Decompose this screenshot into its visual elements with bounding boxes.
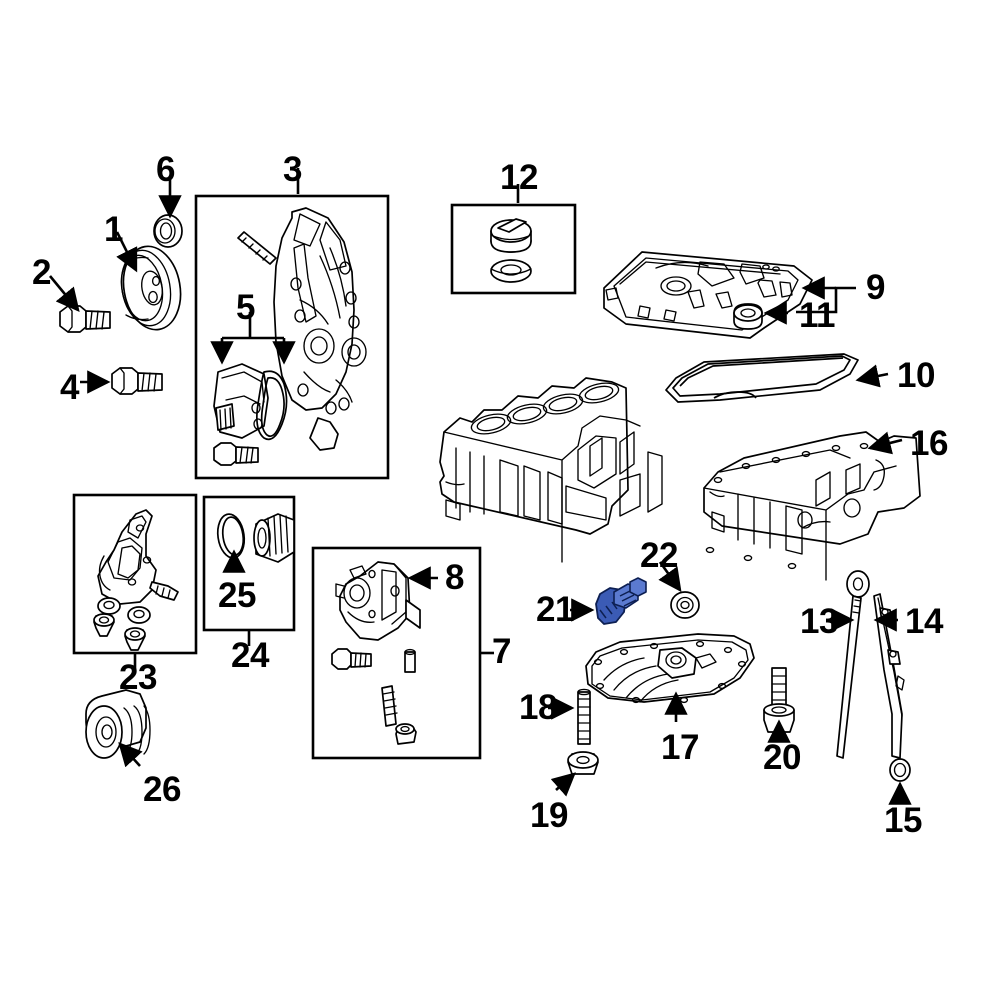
oil-drain-plug-part[interactable] — [595, 577, 647, 625]
oil-pan-stud-part[interactable] — [577, 688, 591, 745]
oil-filter-cap-part[interactable] — [85, 689, 151, 759]
oil-pump-plug-part[interactable] — [395, 723, 417, 745]
callout-26[interactable]: 26 — [143, 770, 181, 809]
callout-3[interactable]: 3 — [283, 150, 302, 189]
callout-13[interactable]: 13 — [800, 602, 838, 641]
oil-pump-bolt-part[interactable] — [331, 648, 372, 670]
oil-filter-housing-part[interactable] — [97, 509, 179, 605]
dowel-pin-part[interactable] — [237, 231, 277, 265]
cylinder-block-part[interactable] — [439, 377, 663, 563]
leader-lines — [48, 168, 912, 805]
oil-filter-housing-seals-part[interactable] — [93, 597, 151, 651]
oil-filter-element-part[interactable] — [253, 513, 295, 563]
callout-22[interactable]: 22 — [640, 536, 678, 575]
callout-16[interactable]: 16 — [910, 424, 948, 463]
callout-12[interactable]: 12 — [500, 158, 538, 197]
callout-9[interactable]: 9 — [866, 268, 885, 307]
water-pump-part[interactable] — [213, 363, 288, 441]
callout-19[interactable]: 19 — [530, 796, 568, 835]
upper-oil-pan-part[interactable] — [703, 431, 921, 581]
valve-cover-gasket-part[interactable] — [665, 353, 859, 403]
dipstick-tube-part[interactable] — [873, 593, 905, 759]
oil-filler-cap-gasket-part[interactable] — [490, 259, 532, 283]
front-crankshaft-seal-part[interactable] — [153, 214, 183, 248]
spark-plug-tube-seal-part[interactable] — [733, 303, 763, 330]
box-oil-filler-cap-kit — [450, 203, 577, 295]
callout-6[interactable]: 6 — [156, 150, 175, 189]
dipstick-tube-o-ring-part[interactable] — [889, 758, 911, 782]
callout-14[interactable]: 14 — [905, 602, 943, 641]
callout-10[interactable]: 10 — [897, 356, 935, 395]
crankshaft-pulley-part[interactable] — [116, 242, 187, 334]
callout-11[interactable]: 11 — [799, 296, 836, 335]
oil-filler-cap-part[interactable] — [490, 218, 532, 253]
callout-15[interactable]: 15 — [884, 801, 922, 840]
callout-1[interactable]: 1 — [104, 210, 123, 249]
lower-oil-pan-part[interactable] — [585, 633, 755, 704]
callout-20[interactable]: 20 — [763, 738, 801, 777]
box-timing-cover-kit — [194, 194, 390, 480]
pulley-bolt-part[interactable] — [59, 305, 111, 333]
callout-24[interactable]: 24 — [231, 636, 269, 675]
callout-25[interactable]: 25 — [218, 576, 256, 615]
callout-5[interactable]: 5 — [236, 288, 255, 327]
valve-cover-part[interactable] — [603, 251, 813, 339]
callout-21[interactable]: 21 — [536, 590, 574, 629]
callout-23[interactable]: 23 — [119, 658, 157, 697]
oil-pan-nut-part[interactable] — [567, 751, 599, 775]
oil-filter-o-ring-part[interactable] — [215, 512, 247, 559]
water-pump-bolt-part[interactable] — [213, 442, 259, 466]
oil-pump-part[interactable] — [335, 561, 421, 641]
oil-pump-stud-part[interactable] — [381, 685, 398, 727]
cover-bolt-part[interactable] — [111, 367, 163, 395]
oil-pump-dowel-part[interactable] — [404, 648, 416, 673]
callout-4[interactable]: 4 — [60, 368, 79, 407]
callout-2[interactable]: 2 — [32, 253, 51, 292]
callout-8[interactable]: 8 — [445, 558, 464, 597]
timing-chain-cover-part[interactable] — [273, 207, 367, 451]
callout-7[interactable]: 7 — [492, 632, 511, 671]
callout-17[interactable]: 17 — [661, 728, 699, 767]
drain-plug-gasket-part[interactable] — [670, 591, 700, 619]
oil-dipstick-part[interactable] — [836, 570, 870, 759]
callout-18[interactable]: 18 — [519, 688, 557, 727]
